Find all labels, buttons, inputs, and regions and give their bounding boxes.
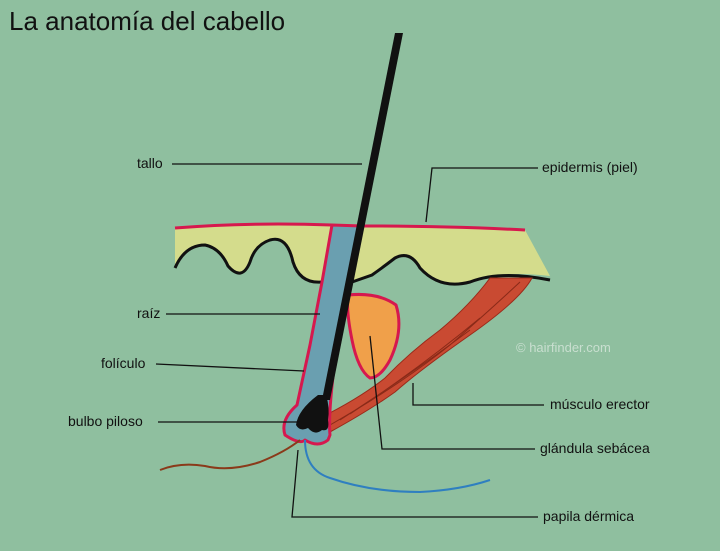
label-tallo: tallo <box>137 155 163 171</box>
label-epidermis: epidermis (piel) <box>542 159 638 175</box>
sebaceous-gland <box>346 293 401 380</box>
nerve <box>304 439 491 494</box>
epidermis-top-edge-left <box>174 222 333 230</box>
leader-foliculo <box>155 363 305 372</box>
credit-watermark: © hairfinder.com <box>516 340 611 355</box>
label-glandula-sebacea: glándula sebácea <box>540 440 650 456</box>
leader-musculo <box>412 383 544 406</box>
leader-lines <box>155 163 544 518</box>
blood-vessel <box>159 439 301 471</box>
label-raiz: raíz <box>137 305 161 321</box>
leader-papila <box>291 449 538 518</box>
epidermis-bottom-edge-right <box>351 254 551 286</box>
leader-glandula <box>369 335 535 450</box>
epidermis-bottom-edge-left <box>173 237 323 284</box>
epidermis-shape-right <box>352 226 550 285</box>
label-papila-dermica: papila dérmica <box>543 508 635 524</box>
leader-epidermis <box>425 167 538 223</box>
label-musculo-erector: músculo erector <box>550 396 650 412</box>
diagram-title: La anatomía del cabello <box>9 6 286 36</box>
label-bulbo-piloso: bulbo piloso <box>68 413 143 429</box>
label-foliculo: folículo <box>101 355 146 371</box>
epidermis-top-edge-right <box>361 224 526 232</box>
hair-bulb <box>296 395 329 433</box>
hair-shaft <box>322 33 403 400</box>
muscle-fiber-lines <box>329 281 521 426</box>
